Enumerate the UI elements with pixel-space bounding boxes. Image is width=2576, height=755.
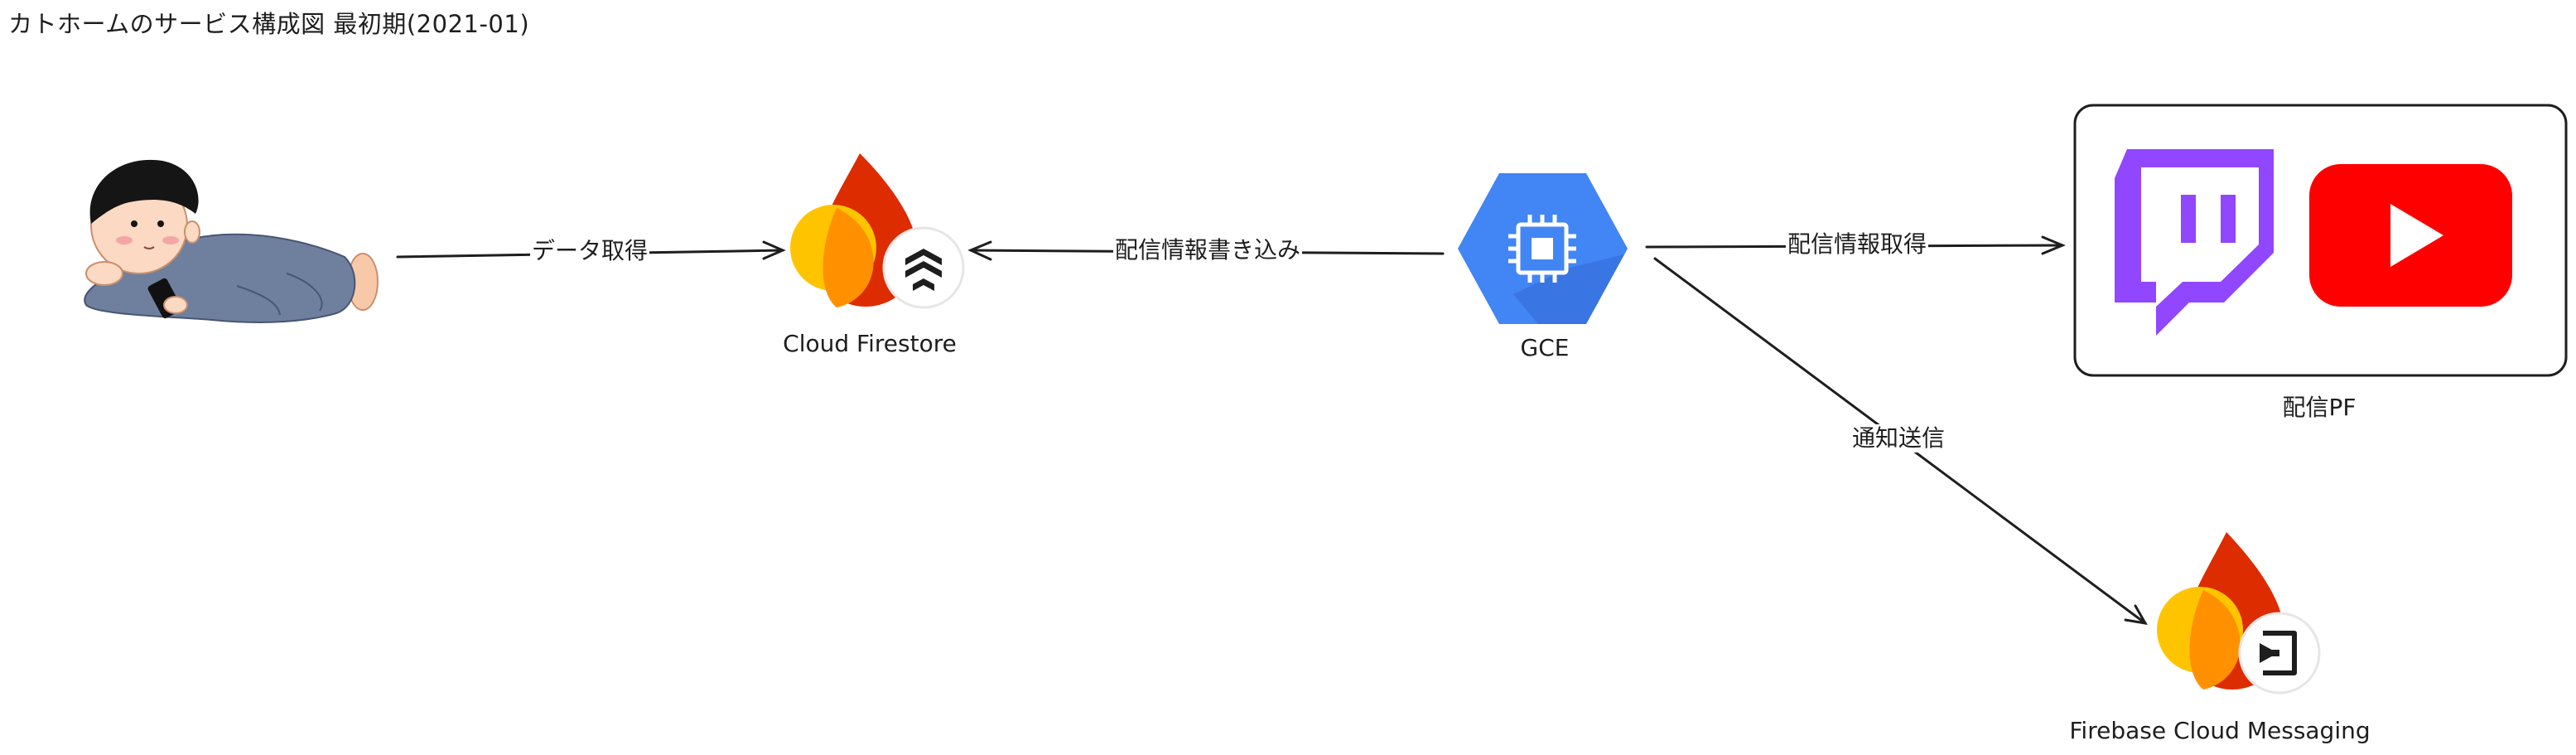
fcm-node [2154, 530, 2336, 700]
diagram-title: カトホームのサービス構成図 最初期(2021-01) [8, 10, 530, 38]
edge-label-user-to-firestore: データ取得 [530, 237, 650, 265]
arrowhead-user-to-firestore [762, 240, 786, 260]
cloud-firestore-icon [790, 153, 965, 309]
person-lying-with-phone-icon [84, 159, 379, 323]
gce-node [1454, 170, 1632, 327]
arrowhead-gce-to-fcm [2124, 604, 2148, 625]
firebase-cloud-messaging-icon [2157, 532, 2321, 695]
twitch-icon [2115, 149, 2274, 336]
firestore-caption: Cloud Firestore [783, 330, 957, 357]
edge-label-gce-to-firestore: 配信情報書き込み [1113, 236, 1303, 264]
edge-label-gce-to-platforms: 配信情報取得 [1786, 230, 1929, 259]
gce-caption: GCE [1520, 334, 1570, 361]
gce-chip-icon [1458, 173, 1628, 324]
fcm-caption: Firebase Cloud Messaging [2069, 717, 2371, 744]
edge-label-gce-to-fcm: 通知送信 [1850, 424, 1947, 453]
user-node [71, 149, 386, 340]
firestore-node [787, 145, 969, 315]
platforms-frame [2073, 104, 2568, 377]
platforms-box [2073, 104, 2568, 377]
platforms-caption: 配信PF [2282, 394, 2357, 421]
arrowhead-gce-to-platforms [2041, 235, 2066, 255]
arrowhead-gce-to-firestore [967, 240, 992, 261]
youtube-icon [2309, 164, 2512, 307]
